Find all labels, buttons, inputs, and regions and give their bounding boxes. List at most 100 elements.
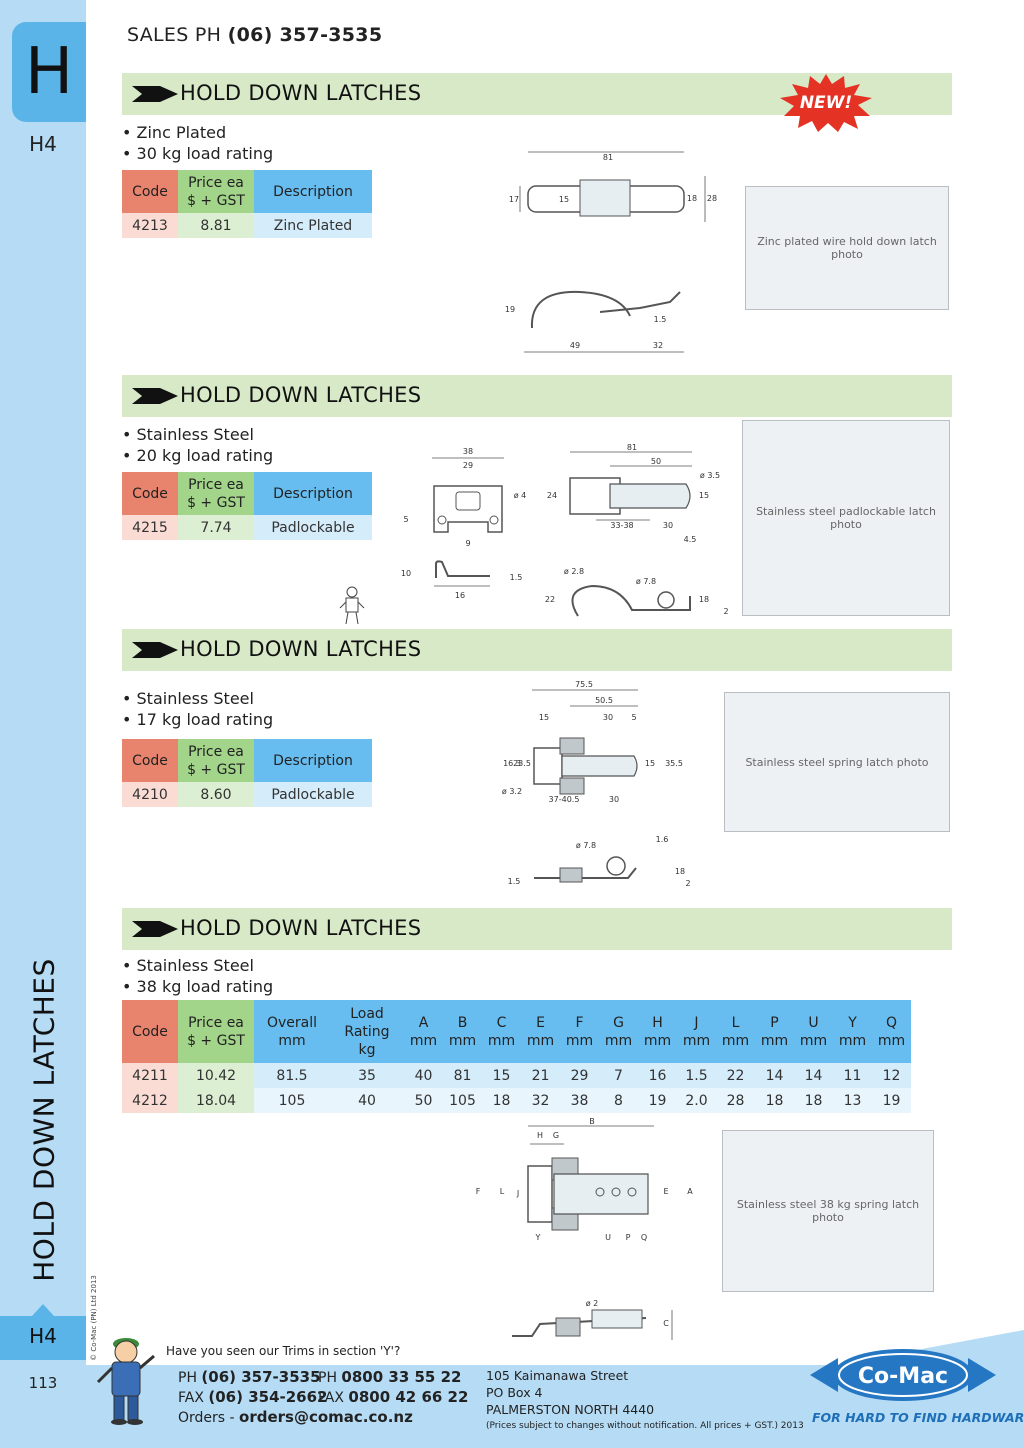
- svg-text:10: 10: [401, 569, 411, 578]
- cell-dim: 12: [872, 1063, 911, 1088]
- sales-phone: (06) 357-3535: [227, 24, 383, 46]
- product-photo-2: Stainless steel padlockable latch photo: [742, 420, 950, 616]
- trims-note: Have you seen our Trims in section 'Y'?: [166, 1344, 401, 1358]
- svg-text:1.5: 1.5: [510, 573, 523, 582]
- cell-load: 35: [330, 1063, 404, 1088]
- svg-text:2: 2: [723, 607, 728, 616]
- cell-dim: 19: [638, 1088, 677, 1113]
- bottom-tab: [0, 1316, 86, 1360]
- section-code-bottom: H4: [29, 1324, 57, 1348]
- svg-text:75.5: 75.5: [575, 680, 593, 689]
- section-title-2: HOLD DOWN LATCHES: [180, 383, 422, 407]
- product-photo-4: Stainless steel 38 kg spring latch photo: [722, 1130, 934, 1292]
- table-row: 4212 18.04 105 40 50 105 18 32 38 8 19 2…: [122, 1088, 911, 1113]
- comac-logo: Co-Mac: [810, 1349, 996, 1401]
- page-number: 113: [28, 1374, 58, 1392]
- section-tab: [12, 22, 86, 122]
- bullet-load: • 30 kg load rating: [122, 144, 274, 163]
- th-price: Price ea$ + GST: [178, 739, 254, 782]
- svg-text:ø 3.2: ø 3.2: [502, 787, 522, 796]
- drawing-plate-and-hook-2: 38 29 ø 4 5 9 10 1.5 16: [401, 447, 527, 600]
- section-title-1: HOLD DOWN LATCHES: [180, 81, 422, 105]
- cell-code: 4210: [122, 782, 178, 807]
- footer-contact-2: PH 0800 33 55 22 FAX 0800 42 66 22: [318, 1368, 468, 1408]
- svg-text:5: 5: [403, 515, 408, 524]
- svg-text:30: 30: [663, 521, 673, 530]
- svg-text:33-38: 33-38: [610, 521, 633, 530]
- cell-dim: 8: [599, 1088, 638, 1113]
- svg-text:22: 22: [545, 595, 555, 604]
- bullets-3: • Stainless Steel • 17 kg load rating: [122, 688, 273, 730]
- cell-price: 10.42: [178, 1063, 254, 1088]
- svg-text:29: 29: [463, 461, 473, 470]
- svg-text:4.5: 4.5: [684, 535, 697, 544]
- svg-text:L: L: [500, 1187, 505, 1196]
- th-code: Code: [122, 472, 178, 515]
- svg-text:H: H: [537, 1131, 543, 1140]
- cell-price: 18.04: [178, 1088, 254, 1113]
- price-table-1: Code Price ea$ + GST Description 4213 8.…: [122, 170, 372, 238]
- footer-orders[interactable]: Orders - orders@comac.co.nz: [178, 1408, 413, 1426]
- logo-text: Co-Mac: [858, 1364, 948, 1389]
- svg-text:50: 50: [651, 457, 661, 466]
- sales-phone-header: SALES PH (06) 357-3535: [127, 24, 382, 46]
- cell-dim: 1.5: [677, 1063, 716, 1088]
- svg-text:23.5: 23.5: [513, 759, 531, 768]
- bullet-finish: • Stainless Steel: [122, 689, 254, 708]
- cell-dim: 18: [755, 1088, 794, 1113]
- cell-code: 4212: [122, 1088, 178, 1113]
- cell-dim: 13: [833, 1088, 872, 1113]
- bullets-1: • Zinc Plated • 30 kg load rating: [122, 122, 273, 164]
- new-badge-text: NEW!: [800, 93, 852, 113]
- svg-text:1.6: 1.6: [656, 835, 669, 844]
- drawing-top-view-1: 81 17 15 18 28: [509, 151, 717, 222]
- svg-text:P: P: [626, 1233, 631, 1242]
- svg-text:50.5: 50.5: [595, 696, 613, 705]
- svg-text:18: 18: [687, 194, 697, 203]
- svg-text:ø 7.8: ø 7.8: [636, 577, 656, 586]
- cell-dim: 21: [521, 1063, 560, 1088]
- svg-text:35.5: 35.5: [665, 759, 683, 768]
- svg-text:A: A: [687, 1187, 693, 1196]
- bullet-finish: • Stainless Steel: [122, 425, 254, 444]
- th-price: Price ea$ + GST: [178, 1000, 254, 1063]
- footer-phone: PH (06) 357-3535: [178, 1368, 321, 1386]
- svg-text:Q: Q: [641, 1233, 647, 1242]
- section-letter: H: [24, 35, 74, 109]
- svg-text:15: 15: [559, 195, 569, 204]
- svg-text:15: 15: [539, 713, 549, 722]
- svg-text:U: U: [605, 1233, 611, 1242]
- table-row: 4211 10.42 81.5 35 40 81 15 21 29 7 16 1…: [122, 1063, 911, 1088]
- svg-text:J: J: [516, 1189, 519, 1198]
- cell-dim: 19: [872, 1088, 911, 1113]
- cell-price: 8.60: [178, 782, 254, 807]
- svg-text:38: 38: [463, 447, 473, 456]
- svg-text:28: 28: [707, 194, 717, 203]
- cell-price: 7.74: [178, 515, 254, 540]
- bullet-load: • 17 kg load rating: [122, 710, 274, 729]
- product-photo-3: Stainless steel spring latch photo: [724, 692, 950, 832]
- drawing-side-view-1: 19 1.5 49 32: [505, 290, 684, 353]
- th-description: Description: [254, 170, 372, 213]
- bottom-tab-notch: [32, 1304, 54, 1316]
- drawing-side-view-4: ø 2 C: [512, 1299, 673, 1340]
- svg-text:32: 32: [653, 341, 663, 350]
- arrow-icon: [132, 921, 178, 937]
- svg-text:1.5: 1.5: [654, 315, 667, 324]
- svg-text:16.3: 16.3: [503, 759, 521, 768]
- arrow-icon: [132, 86, 178, 102]
- drawing-top-and-side-2: 81 50 ø 3.5 24 15 33-38 30 4.5 ø 2.8 ø 7…: [545, 443, 729, 617]
- svg-text:ø 4: ø 4: [514, 491, 527, 500]
- price-disclaimer: (Prices subject to changes without notif…: [486, 1421, 804, 1431]
- sales-label: SALES PH: [127, 24, 228, 46]
- footer-contact-1: PH (06) 357-3535 FAX (06) 354-2662 Order…: [178, 1368, 413, 1428]
- cell-dim: 14: [794, 1063, 833, 1088]
- cell-dim: 14: [755, 1063, 794, 1088]
- cell-dim: 38: [560, 1088, 599, 1113]
- cell-code: 4213: [122, 213, 178, 238]
- footer-fax: FAX (06) 354-2662: [178, 1388, 328, 1406]
